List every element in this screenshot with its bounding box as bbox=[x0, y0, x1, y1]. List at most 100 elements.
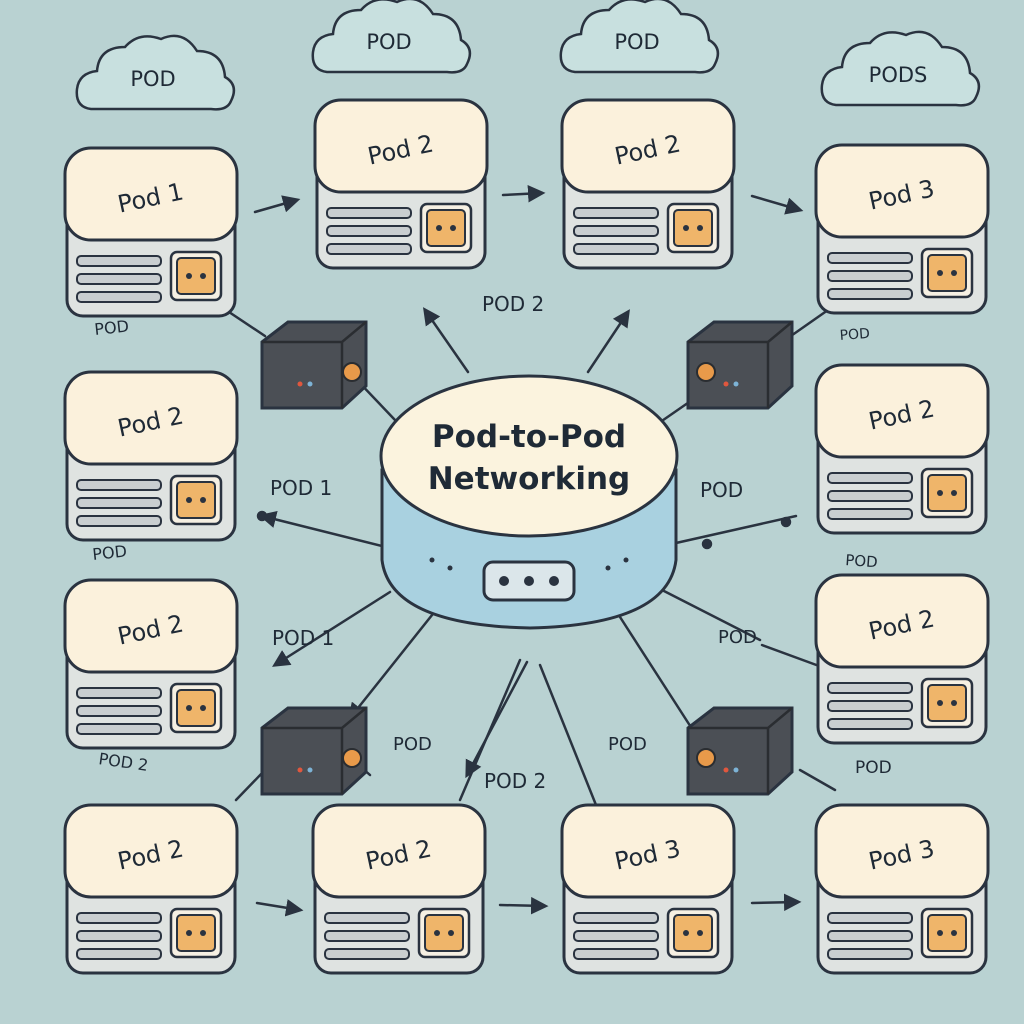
hub-title-line2: Networking bbox=[428, 461, 631, 497]
switch-led bbox=[297, 381, 303, 387]
connector-line bbox=[660, 588, 762, 642]
rack-slot bbox=[827, 718, 913, 730]
floating-label: POD bbox=[700, 478, 743, 502]
switch-port bbox=[342, 748, 362, 768]
floating-label: POD bbox=[855, 758, 892, 778]
cloud-label: POD bbox=[614, 30, 659, 54]
network-switch-group bbox=[260, 320, 794, 796]
switch-led bbox=[307, 767, 313, 773]
rack-slot bbox=[324, 930, 410, 942]
rack-slot bbox=[573, 930, 659, 942]
hub-led bbox=[524, 576, 534, 586]
connector-line bbox=[272, 590, 392, 667]
server-port-inner bbox=[176, 257, 216, 295]
pod-server: Pod 2 bbox=[814, 363, 990, 535]
connector-line bbox=[498, 896, 549, 915]
connector-line bbox=[258, 510, 384, 548]
cable-dot bbox=[701, 538, 713, 550]
port-pin bbox=[937, 700, 943, 706]
hub-dot bbox=[605, 565, 611, 571]
server-port-inner bbox=[673, 914, 713, 952]
rack-slot bbox=[827, 270, 913, 282]
connector-line bbox=[253, 195, 301, 214]
rack-slot bbox=[324, 948, 410, 960]
connector-line bbox=[786, 308, 830, 340]
floating-label: POD 2 bbox=[484, 769, 546, 793]
server-port-inner bbox=[176, 689, 216, 727]
server-top bbox=[63, 370, 239, 466]
rack-slot bbox=[827, 252, 913, 264]
pod-server: Pod 2 bbox=[63, 578, 239, 750]
rack-slot bbox=[573, 243, 659, 255]
network-switch bbox=[260, 320, 368, 410]
pod-server: Pod 2 bbox=[311, 803, 487, 975]
rack-slot bbox=[827, 472, 913, 484]
network-switch bbox=[260, 706, 368, 796]
server-top bbox=[814, 363, 990, 459]
rack-slot bbox=[827, 288, 913, 300]
rack-slot bbox=[326, 243, 412, 255]
server-port-inner bbox=[927, 474, 967, 512]
floating-label: POD 2 bbox=[482, 292, 544, 316]
pod-server: Pod 2 bbox=[560, 98, 736, 270]
rack-slot bbox=[76, 948, 162, 960]
floating-label: POD bbox=[608, 734, 647, 755]
rack-slot bbox=[76, 479, 162, 491]
rack-slot bbox=[76, 687, 162, 699]
rack-slot bbox=[76, 273, 162, 285]
rack-slot bbox=[76, 912, 162, 924]
server-top bbox=[313, 98, 489, 194]
server-port-inner bbox=[424, 914, 464, 952]
central-hub: Pod-to-Pod Networking bbox=[379, 374, 679, 630]
rack-slot bbox=[76, 515, 162, 527]
rack-slot bbox=[573, 948, 659, 960]
switch-port bbox=[342, 362, 362, 382]
server-top bbox=[63, 803, 239, 899]
port-pin bbox=[200, 705, 206, 711]
port-pin bbox=[951, 930, 957, 936]
rack-slot bbox=[827, 682, 913, 694]
rack-slot bbox=[326, 207, 412, 219]
pod-server: Pod 2 bbox=[313, 98, 489, 270]
server-top bbox=[814, 573, 990, 669]
port-pin bbox=[200, 930, 206, 936]
port-pin bbox=[200, 273, 206, 279]
server-port-inner bbox=[927, 254, 967, 292]
hub-dot bbox=[447, 565, 453, 571]
network-switch bbox=[686, 320, 794, 410]
port-pin bbox=[937, 930, 943, 936]
connector-line bbox=[750, 893, 802, 912]
rack-slot bbox=[827, 700, 913, 712]
rack-slot bbox=[324, 912, 410, 924]
switch-body bbox=[260, 320, 368, 410]
cable-dot bbox=[256, 510, 268, 522]
cloud-shape bbox=[75, 34, 236, 111]
rack-slot bbox=[827, 930, 913, 942]
cloud-label: POD bbox=[366, 30, 411, 54]
port-pin bbox=[697, 225, 703, 231]
rack-slot bbox=[573, 207, 659, 219]
connector-line bbox=[347, 603, 442, 721]
port-pin bbox=[186, 497, 192, 503]
connector-line bbox=[618, 615, 698, 737]
port-pin bbox=[200, 497, 206, 503]
connector-lines bbox=[218, 184, 837, 917]
cloud-label: POD bbox=[130, 67, 175, 91]
switch-port bbox=[696, 362, 716, 382]
floating-label: POD bbox=[839, 326, 870, 344]
floating-label: POD bbox=[93, 316, 129, 339]
server-top bbox=[311, 803, 487, 899]
port-pin bbox=[436, 225, 442, 231]
connector-line bbox=[798, 768, 837, 792]
floating-label: POD bbox=[91, 541, 127, 564]
connector-line bbox=[234, 768, 267, 802]
cloud: POD bbox=[559, 0, 720, 74]
rack-slot bbox=[76, 255, 162, 267]
switch-led bbox=[733, 381, 739, 387]
rack-slot bbox=[76, 497, 162, 509]
rack-slot bbox=[76, 723, 162, 735]
rack-slot bbox=[76, 291, 162, 303]
server-top bbox=[814, 143, 990, 239]
